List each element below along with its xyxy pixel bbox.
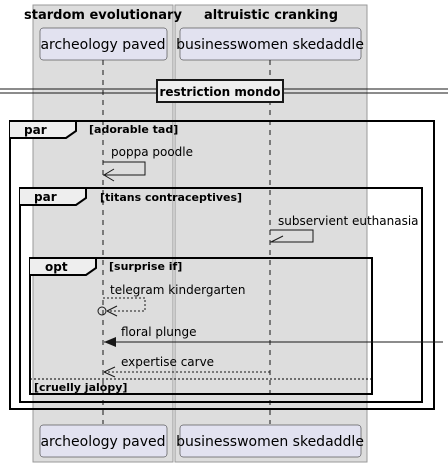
fragment-opt-keyword: opt xyxy=(45,260,68,274)
fragment-outer-par: par [adorable tad] xyxy=(9,120,435,410)
fragment-inner-guard: [titans contraceptives] xyxy=(100,191,242,204)
fragment-outer-guard: [adorable tad] xyxy=(89,123,178,136)
participant-businesswomen-top xyxy=(179,27,362,61)
fragment-opt: opt [surprise if] [cruelly jalopy] xyxy=(29,257,373,395)
fragment-opt-else-guard: [cruelly jalopy] xyxy=(34,381,127,394)
participant-archeology-top xyxy=(39,27,168,61)
participant-label-archeology-top: archeology paved xyxy=(40,37,165,53)
message-poppa-poodle: poppa poodle xyxy=(103,145,193,182)
message-label-expertise-carve: expertise carve xyxy=(121,355,214,369)
fragment-inner-keyword: par xyxy=(34,190,57,204)
message-telegram-kindergarten: telegram kindergarten xyxy=(97,283,245,317)
participant-label-archeology-bottom: archeology paved xyxy=(40,434,165,450)
participant-businesswomen-bottom xyxy=(179,424,362,458)
message-expertise-carve: expertise carve xyxy=(103,355,270,378)
box-title-stardom: stardom evolutionary xyxy=(24,8,182,23)
participant-label-businesswomen-bottom: businesswomen skedaddle xyxy=(176,434,364,450)
fragment-outer-keyword: par xyxy=(24,123,47,137)
message-label-floral-plunge: floral plunge xyxy=(121,325,197,339)
fragment-inner-par: par [titans contraceptives] xyxy=(19,187,423,403)
participant-label-businesswomen-top: businesswomen skedaddle xyxy=(176,37,364,53)
message-subservient-euthanasia: subservient euthanasia xyxy=(270,214,419,243)
divider: restriction mondo xyxy=(0,79,448,103)
message-floral-plunge: floral plunge xyxy=(104,325,443,347)
divider-label: restriction mondo xyxy=(159,85,280,99)
message-label-telegram-kindergarten: telegram kindergarten xyxy=(110,283,245,297)
message-label-poppa-poodle: poppa poodle xyxy=(111,145,193,159)
fragment-opt-guard: [surprise if] xyxy=(109,260,182,273)
box-title-altruistic: altruistic cranking xyxy=(204,8,338,23)
message-label-subservient-euthanasia: subservient euthanasia xyxy=(278,214,419,228)
participant-archeology-bottom xyxy=(39,424,168,458)
